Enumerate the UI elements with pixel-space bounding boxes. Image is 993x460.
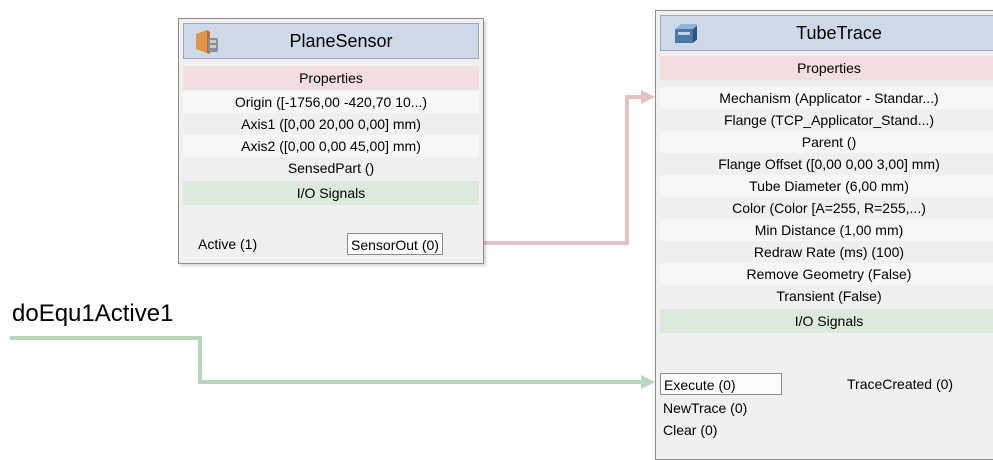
tube-trace-header[interactable]: TubeTrace — [660, 15, 993, 51]
tube-trace-icon — [675, 24, 697, 43]
signal-label-doequ1active1: doEqu1Active1 — [12, 300, 174, 327]
input-port-newtrace[interactable]: NewTrace (0) — [663, 400, 748, 416]
tube-trace-io-section[interactable]: I/O Signals — [660, 309, 993, 333]
property-sensedpart[interactable]: SensedPart () — [287, 160, 375, 176]
property-flange[interactable]: Flange (TCP_Applicator_Stand...) — [723, 112, 935, 128]
property-tube-diameter[interactable]: Tube Diameter (6,00 mm) — [660, 175, 993, 197]
property-parent[interactable]: Parent () — [660, 131, 993, 153]
plane-sensor-node[interactable]: PlaneSensor Properties Origin ([-1756,00… — [178, 18, 484, 264]
input-port-execute[interactable]: Execute (0) — [660, 373, 782, 395]
property-axis2[interactable]: Axis2 ([0,00 0,00 45,00] mm) — [183, 135, 479, 157]
wire-arrowhead-mechanism — [641, 90, 655, 104]
property-transient[interactable]: Transient (False) — [776, 288, 882, 304]
property-axis1[interactable]: Axis1 ([0,00 20,00 0,00] mm) — [241, 116, 421, 132]
tube-trace-properties-section[interactable]: Properties — [660, 56, 993, 80]
property-origin[interactable]: Origin ([-1756,00 -420,70 10...) — [183, 91, 479, 113]
property-min-distance[interactable]: Min Distance (1,00 mm) — [660, 219, 993, 241]
wire-doequ-to-execute[interactable] — [10, 336, 641, 384]
wire-sensorout-to-mechanism[interactable] — [477, 95, 641, 245]
output-port-tracecreated[interactable]: TraceCreated (0) — [847, 376, 954, 392]
plane-sensor-io-section[interactable]: I/O Signals — [183, 181, 479, 205]
plane-sensor-header[interactable]: PlaneSensor — [183, 23, 479, 59]
property-redraw-rate[interactable]: Redraw Rate (ms) (100) — [753, 244, 905, 260]
tube-trace-node[interactable]: TubeTrace Properties Mechanism (Applicat… — [655, 10, 993, 460]
input-port-active[interactable]: Active (1) — [198, 236, 258, 252]
wire-arrowhead-execute — [641, 375, 655, 389]
property-flange-offset[interactable]: Flange Offset ([0,00 0,00 3,00] mm) — [718, 156, 940, 172]
property-mechanism[interactable]: Mechanism (Applicator - Standar...) — [660, 87, 993, 109]
property-color[interactable]: Color (Color [A=255, R=255,...) — [732, 200, 926, 216]
plane-sensor-icon — [196, 30, 218, 54]
output-port-sensorout[interactable]: SensorOut (0) — [347, 233, 443, 255]
plane-sensor-properties-section[interactable]: Properties — [183, 66, 479, 90]
tube-trace-title: TubeTrace — [796, 23, 882, 43]
input-port-clear[interactable]: Clear (0) — [663, 422, 718, 438]
plane-sensor-title: PlaneSensor — [289, 31, 393, 51]
property-remove-geometry[interactable]: Remove Geometry (False) — [660, 263, 993, 285]
